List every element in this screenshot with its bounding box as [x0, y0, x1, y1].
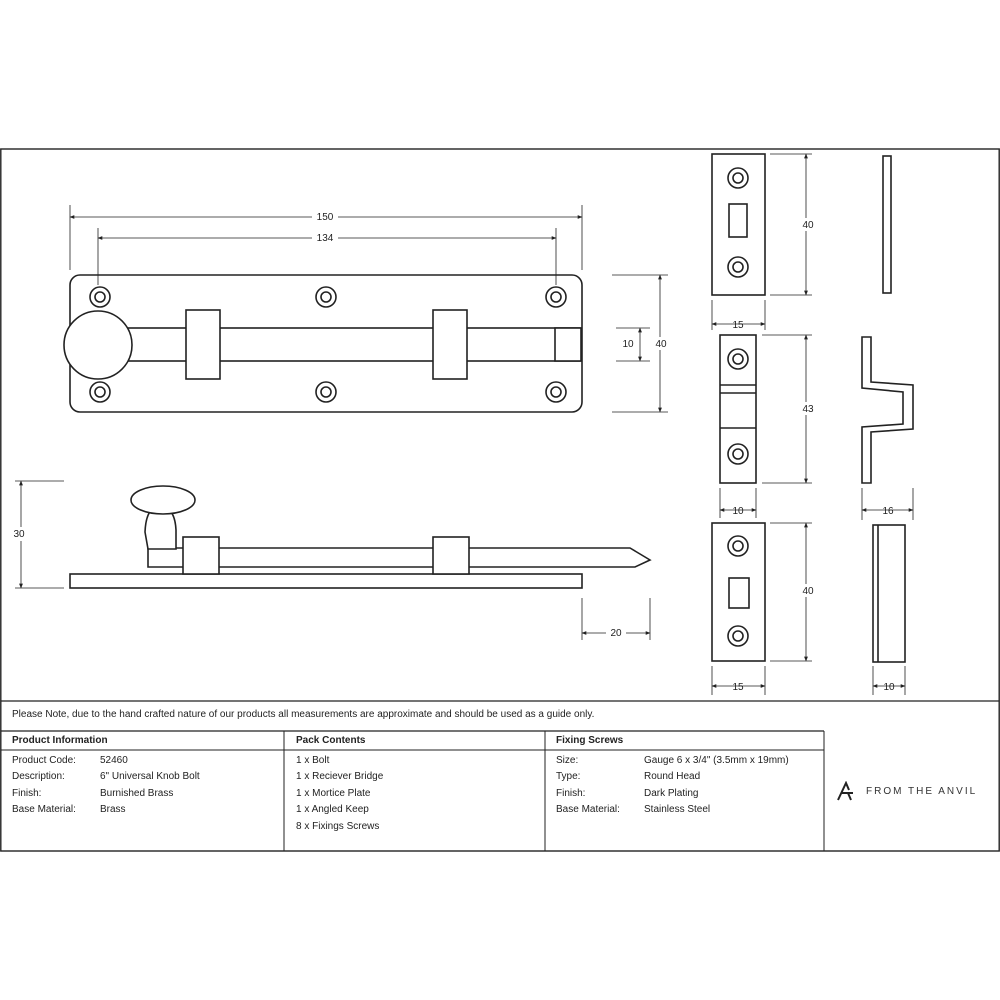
fixing-screws-heading: Fixing Screws — [556, 735, 624, 746]
side-staple-right — [432, 536, 470, 575]
pack-item: 1 x Mortice Plate — [296, 787, 371, 799]
info-row: Base Material:Brass — [12, 804, 126, 815]
screw-row: Base Material:Stainless Steel — [556, 804, 711, 815]
pack-item: 8 x Fixings Screws — [296, 820, 380, 832]
receiver-bridge — [719, 334, 757, 484]
screw-row: Type:Round Head — [556, 771, 701, 782]
screw-row: Size:Gauge 6 x 3/4" (3.5mm x 19mm) — [556, 754, 789, 766]
staple-left — [185, 309, 221, 380]
screw-hole-icon — [315, 381, 337, 403]
dim-bolt-throw: 20 — [610, 628, 622, 639]
disclaimer-note: Please Note, due to the hand crafted nat… — [12, 709, 595, 720]
screw-hole-icon — [545, 381, 567, 403]
dim-bolt-width: 10 — [622, 339, 634, 350]
dim-plate-height: 40 — [655, 339, 667, 350]
pack-contents: Pack Contents 1 x Bolt 1 x Reciever Brid… — [296, 733, 383, 835]
dim-keep-bottom-width: 15 — [732, 682, 744, 693]
keep-top-profile — [882, 155, 892, 294]
bolt-knob — [63, 310, 133, 380]
product-information: Product Information Product Code:52460 D… — [12, 733, 200, 819]
brand-logo: FROM THE ANVIL — [836, 781, 977, 801]
bolt-tip — [554, 327, 582, 362]
angled-keep-profile — [861, 336, 914, 484]
dim-angled-keep-depth: 16 — [882, 506, 894, 517]
side-bolt-bar — [147, 547, 652, 568]
pack-item: 1 x Reciever Bridge — [296, 771, 384, 782]
keep-top — [711, 153, 766, 296]
pack-item: 1 x Angled Keep — [296, 804, 369, 815]
pack-item: 1 x Bolt — [296, 754, 330, 766]
fixing-screws: Fixing Screws Size:Gauge 6 x 3/4" (3.5mm… — [556, 733, 789, 819]
brand-name: FROM THE ANVIL — [866, 785, 978, 797]
dim-bridge-width: 10 — [732, 506, 744, 517]
info-row: Description:6" Universal Knob Bolt — [12, 771, 200, 782]
screw-hole-icon — [545, 286, 567, 308]
dim-hole-spacing: 134 — [317, 233, 334, 244]
info-row: Product Code:52460 — [12, 754, 128, 766]
dim-overall-length: 150 — [317, 212, 334, 223]
side-base-plate — [69, 573, 583, 589]
anvil-a-logo-icon — [837, 781, 853, 801]
screw-row: Finish:Dark Plating — [556, 787, 699, 799]
bolt-front-view — [63, 274, 583, 413]
product-info-heading: Product Information — [12, 735, 108, 746]
screw-hole-icon — [315, 286, 337, 308]
mortice-plate — [711, 522, 766, 662]
drawing-frame — [0, 148, 1000, 852]
screw-hole-icon — [89, 381, 111, 403]
knob-head — [130, 485, 196, 515]
dim-keep-bottom-height: 40 — [802, 586, 814, 597]
dim-mortice-depth: 10 — [883, 682, 895, 693]
dim-keep-top-height: 40 — [802, 220, 814, 231]
dim-keep-top-width: 15 — [732, 320, 744, 331]
pack-contents-heading: Pack Contents — [296, 735, 366, 746]
dim-side-height: 30 — [13, 529, 25, 540]
screw-hole-icon — [89, 286, 111, 308]
info-row: Finish:Burnished Brass — [12, 787, 174, 799]
keep-slot — [728, 203, 748, 238]
bolt-side-view — [69, 485, 652, 589]
dim-bridge-height: 43 — [802, 404, 814, 415]
side-staple-left — [182, 536, 220, 575]
staple-right — [432, 309, 468, 380]
